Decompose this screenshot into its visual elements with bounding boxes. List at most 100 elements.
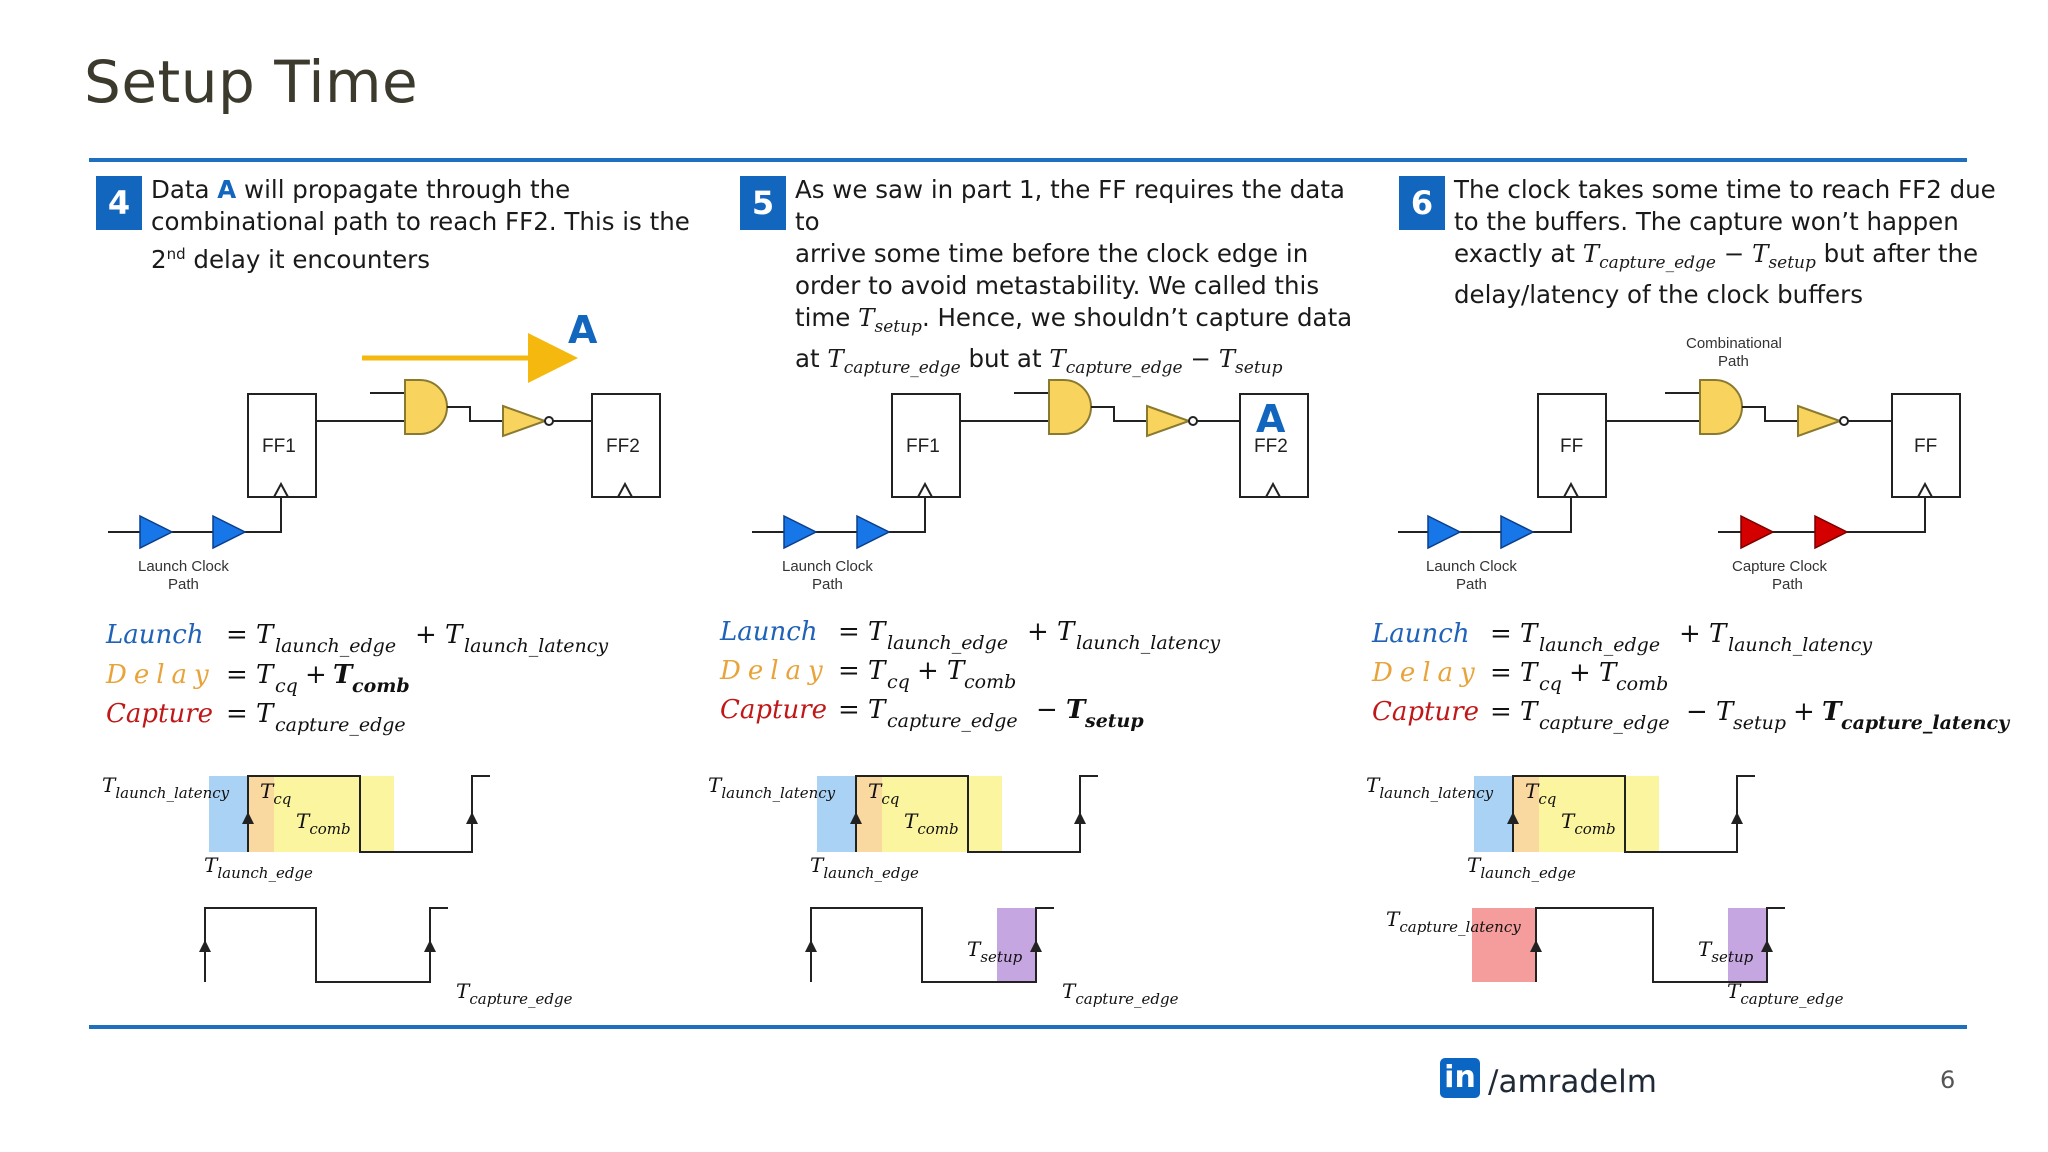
eq-capture-name: Capture	[1372, 697, 1479, 727]
wave-label: launch_latency	[1379, 784, 1493, 802]
clock-buffer-2	[1500, 514, 1535, 550]
eq-launch-name: Launch	[719, 617, 818, 647]
launch-latency-region	[209, 776, 249, 852]
text-line: at Tcapture_edge but at Tcapture_edge − …	[795, 343, 1365, 384]
ff2-tag-a: A	[1256, 397, 1286, 441]
page-title: Setup Time	[84, 48, 419, 116]
waveforms-panel-6: Tlaunch_latency Tcq Tcomb Tlaunch_edge T…	[1366, 773, 1844, 1008]
author-handle: /amradelm	[1488, 1064, 1657, 1100]
capture-latency-region	[1472, 908, 1536, 982]
text-part: will propagate through the combinational…	[151, 175, 690, 275]
svg-text:Tcapture_edge: Tcapture_edge	[456, 979, 573, 1008]
text-part: at	[795, 343, 828, 373]
wave-label: launch_edge	[217, 864, 313, 882]
top-rule	[89, 158, 1967, 162]
and-gate	[1048, 379, 1092, 435]
svg-text:Tcapture_latency: Tcapture_latency	[1386, 907, 1521, 936]
text-part: but after the	[1815, 239, 1979, 268]
svg-text:= T: = T	[226, 620, 275, 650]
bottom-rule	[89, 1025, 1967, 1029]
waveforms-panel-5: Tlaunch_latency Tcq Tcomb Tlaunch_edge T…	[708, 773, 1179, 1008]
comb-path-label: Combinational	[1686, 335, 1782, 352]
eq-delay-name: Delay	[105, 660, 216, 690]
eq-sub: cq	[887, 671, 910, 693]
svg-text:T: T	[333, 660, 354, 690]
eq-sub: comb	[964, 671, 1016, 693]
text-line: order to avoid metastability. We called …	[795, 271, 1320, 300]
svg-text:Tlaunch_latency: Tlaunch_latency	[102, 773, 230, 802]
wave-label: comb	[309, 820, 350, 838]
svg-text:= T: = T	[1490, 697, 1539, 727]
svg-text:Tcq: Tcq	[1525, 779, 1556, 808]
wave-label: launch_edge	[823, 864, 919, 882]
launch-path-label: Path	[812, 576, 843, 593]
svg-text:+ T: + T	[1679, 619, 1728, 649]
eq-sub: cq	[1539, 673, 1562, 695]
launch-latency-region	[817, 776, 857, 852]
svg-text:Tsetup: Tsetup	[1698, 937, 1754, 966]
svg-text:+ T: + T	[1569, 658, 1618, 688]
buffer-gate	[1146, 404, 1192, 438]
eq-capture-name: Capture	[106, 699, 213, 729]
eq-sub: setup	[1733, 712, 1786, 734]
svg-text:Tcapture_edge: Tcapture_edge	[1727, 979, 1844, 1008]
step-description: Data A will propagate through the combin…	[151, 174, 721, 276]
setup-region	[1728, 908, 1766, 982]
ff-right-label: FF	[1914, 436, 1937, 457]
wave-label: launch_latency	[721, 784, 835, 802]
step-description: The clock takes some time to reach FF2 d…	[1454, 174, 2024, 311]
ff1-label: FF1	[906, 436, 940, 457]
wave-label: cq	[1538, 790, 1556, 808]
wave-label: comb	[917, 820, 958, 838]
eq-sub: launch_edge	[887, 632, 1008, 654]
ff-right-box	[1891, 393, 1961, 498]
svg-text:= T: = T	[226, 699, 275, 729]
and-gate	[404, 379, 448, 435]
ff2-box	[1239, 393, 1309, 498]
t-capture-minus-setup-math: Tcapture_edge − Tsetup	[1049, 343, 1283, 378]
ff2-label: FF2	[1254, 436, 1288, 457]
text-line: to the buffers. The capture won’t happen	[1454, 207, 1959, 236]
ff-left-box	[1537, 393, 1607, 498]
launch-path-label: Launch Clock	[1426, 558, 1517, 575]
launch-path-label: Path	[1456, 576, 1487, 593]
eq-sub: setup	[1084, 710, 1144, 732]
clock-buffer-2	[212, 514, 247, 550]
superscript-nd: nd	[166, 245, 186, 263]
eq-sub: launch_latency	[1076, 632, 1220, 654]
setup-region	[997, 908, 1035, 982]
t-capture-edge-math: Tcapture_edge	[827, 343, 961, 378]
eq-capture-name: Capture	[720, 695, 827, 725]
text-line: exactly at Tcapture_edge − Tsetup but af…	[1454, 238, 2024, 279]
wave-label: capture_latency	[1399, 918, 1521, 936]
ff1-box	[247, 393, 317, 498]
text-part: time	[795, 303, 859, 332]
eq-delay-name: Delay	[719, 656, 830, 686]
circuit-panel-5: FF1 A FF2 Launch Clock Path	[752, 379, 1309, 593]
t-setup-math: Tsetup	[858, 303, 922, 337]
buffer-gate	[502, 404, 548, 438]
wave-label: setup	[1711, 948, 1753, 966]
svg-text:+ T: + T	[1027, 617, 1076, 647]
ff1-box	[891, 393, 961, 498]
clock-buffer-1	[139, 514, 174, 550]
capture-clock-buffer-1	[1740, 514, 1775, 550]
eq-sub: capture_edge	[1539, 712, 1670, 734]
circuit-panel-6: Combinational Path FF FF Launch Clock Pa…	[1398, 335, 1961, 593]
capture-path-label: Path	[1772, 576, 1803, 593]
svg-text:Tsetup: Tsetup	[967, 937, 1023, 966]
text-line: arrive some time before the clock edge i…	[795, 239, 1309, 268]
eq-launch-name: Launch	[1371, 619, 1470, 649]
ff-left-label: FF	[1560, 436, 1583, 457]
svg-text:Tlaunch_edge: Tlaunch_edge	[1467, 853, 1576, 882]
svg-text:− T: − T	[1686, 697, 1735, 727]
svg-text:= T: = T	[838, 695, 887, 725]
text-line: The clock takes some time to reach FF2 d…	[1454, 175, 1996, 204]
svg-text:−: −	[1036, 695, 1058, 725]
comb-region	[1539, 776, 1659, 852]
ff2-label: FF2	[606, 436, 640, 457]
